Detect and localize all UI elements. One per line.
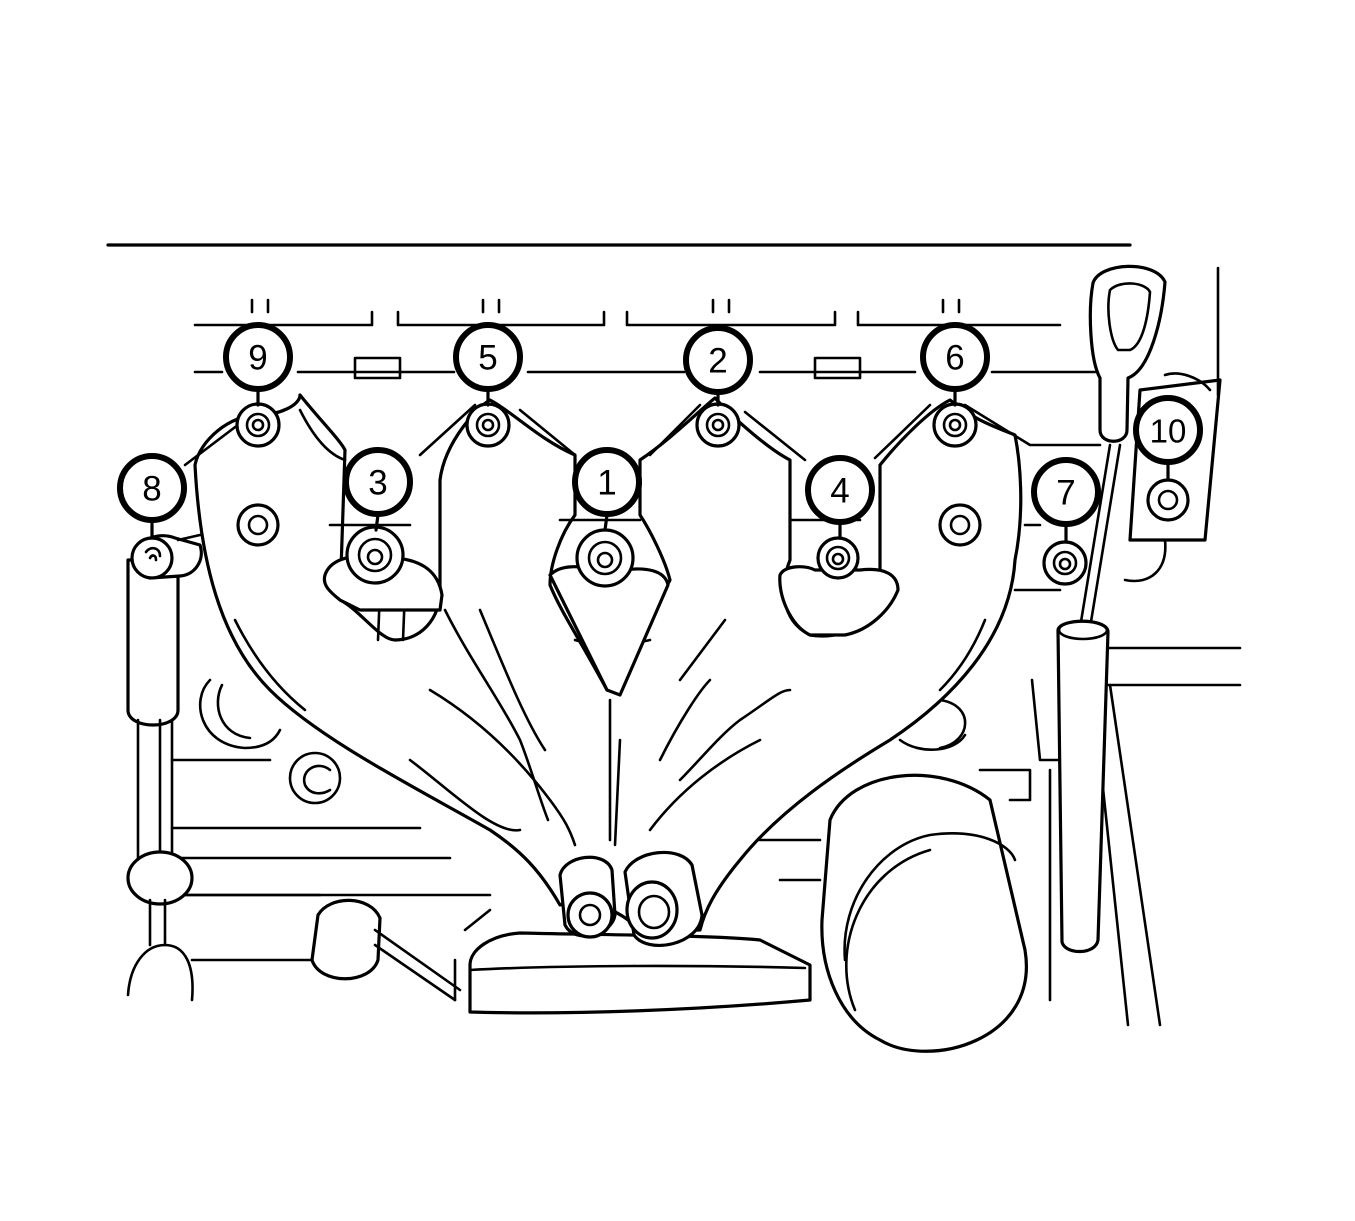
callout-6: 6: [920, 322, 990, 407]
stud-8: [130, 533, 203, 580]
callout-5: 5: [453, 322, 523, 407]
callout-10-label: 10: [1150, 413, 1187, 450]
callout-9-label: 9: [248, 339, 267, 378]
callout-2: 2: [683, 325, 753, 407]
callout-8-label: 8: [142, 470, 161, 509]
nut-7: [1042, 540, 1088, 586]
callout-5-label: 5: [478, 339, 497, 378]
cylinder-head: [106, 243, 1132, 380]
nut-5: [465, 402, 511, 448]
dipstick: [1056, 264, 1167, 954]
callout-4: 4: [805, 455, 875, 540]
nut-4: [778, 536, 900, 637]
nut-2: [695, 402, 741, 448]
callout-1-label: 1: [597, 464, 616, 503]
exhaust-manifold: [183, 393, 1102, 932]
nut-1: [548, 528, 670, 697]
callout-1: 1: [572, 447, 642, 532]
nut-3: [322, 525, 444, 612]
callout-7-label: 7: [1056, 474, 1075, 513]
nut-9: [235, 402, 281, 448]
collector-outlet: [453, 850, 812, 1015]
nut-6: [932, 402, 978, 448]
callouts: 9 5 2 6 3 1 4: [117, 322, 1203, 544]
callout-9: 9: [223, 322, 293, 407]
callout-6-label: 6: [945, 339, 964, 378]
left-harness: [126, 558, 462, 1002]
callout-7: 7: [1031, 457, 1101, 544]
callout-4-label: 4: [830, 472, 849, 511]
oil-filter: [820, 773, 1028, 1053]
fasteners: [130, 402, 1088, 697]
callout-3: 3: [343, 447, 413, 532]
callout-10: 10: [1133, 395, 1203, 482]
callout-3-label: 3: [368, 464, 387, 503]
callout-2-label: 2: [708, 342, 727, 381]
callout-8: 8: [117, 453, 187, 540]
